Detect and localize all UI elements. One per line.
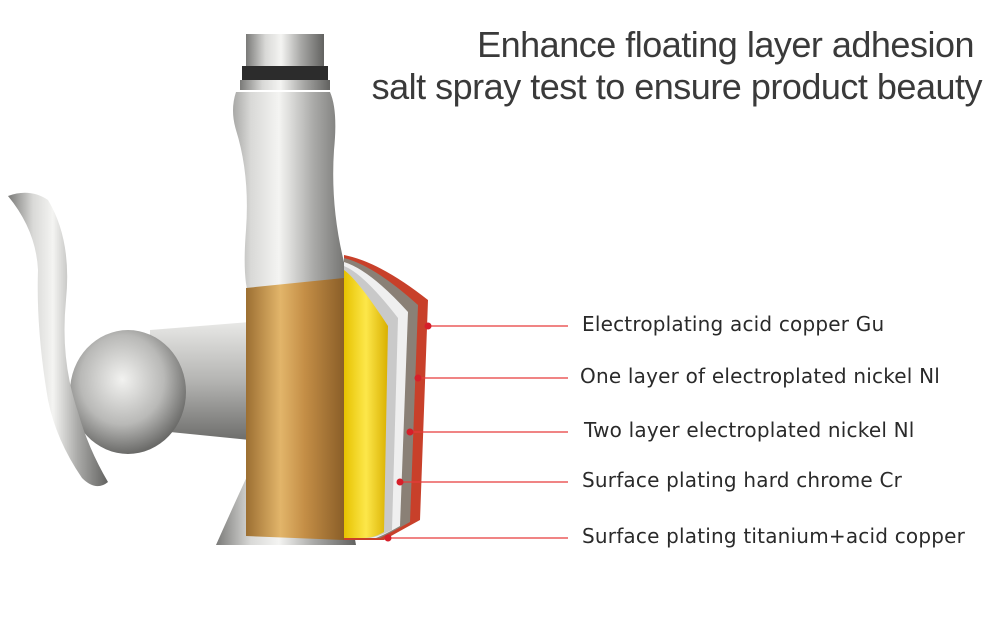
layer-label-nickel-1: One layer of electroplated nickel Nl — [580, 364, 941, 388]
yellow-layer — [344, 270, 388, 538]
layer-label-nickel-2: Two layer electroplated nickel Nl — [584, 418, 915, 442]
layer-label-hard-chrome: Surface plating hard chrome Cr — [582, 468, 903, 492]
layer-label-acid-copper: Electroplating acid copper Gu — [582, 312, 885, 336]
headline-line-1: Enhance floating layer adhesion — [477, 24, 974, 65]
faucet-knob — [70, 330, 186, 454]
faucet-spout — [240, 34, 330, 90]
callout-dots — [384, 322, 432, 542]
headline-line-2: salt spray test to ensure product beauty — [371, 66, 983, 107]
layer-label-titanium: Surface plating titanium+acid copper — [582, 524, 966, 548]
copper-layer-section — [246, 278, 344, 540]
callout-lines — [388, 325, 568, 539]
faucet-lever — [8, 192, 108, 487]
